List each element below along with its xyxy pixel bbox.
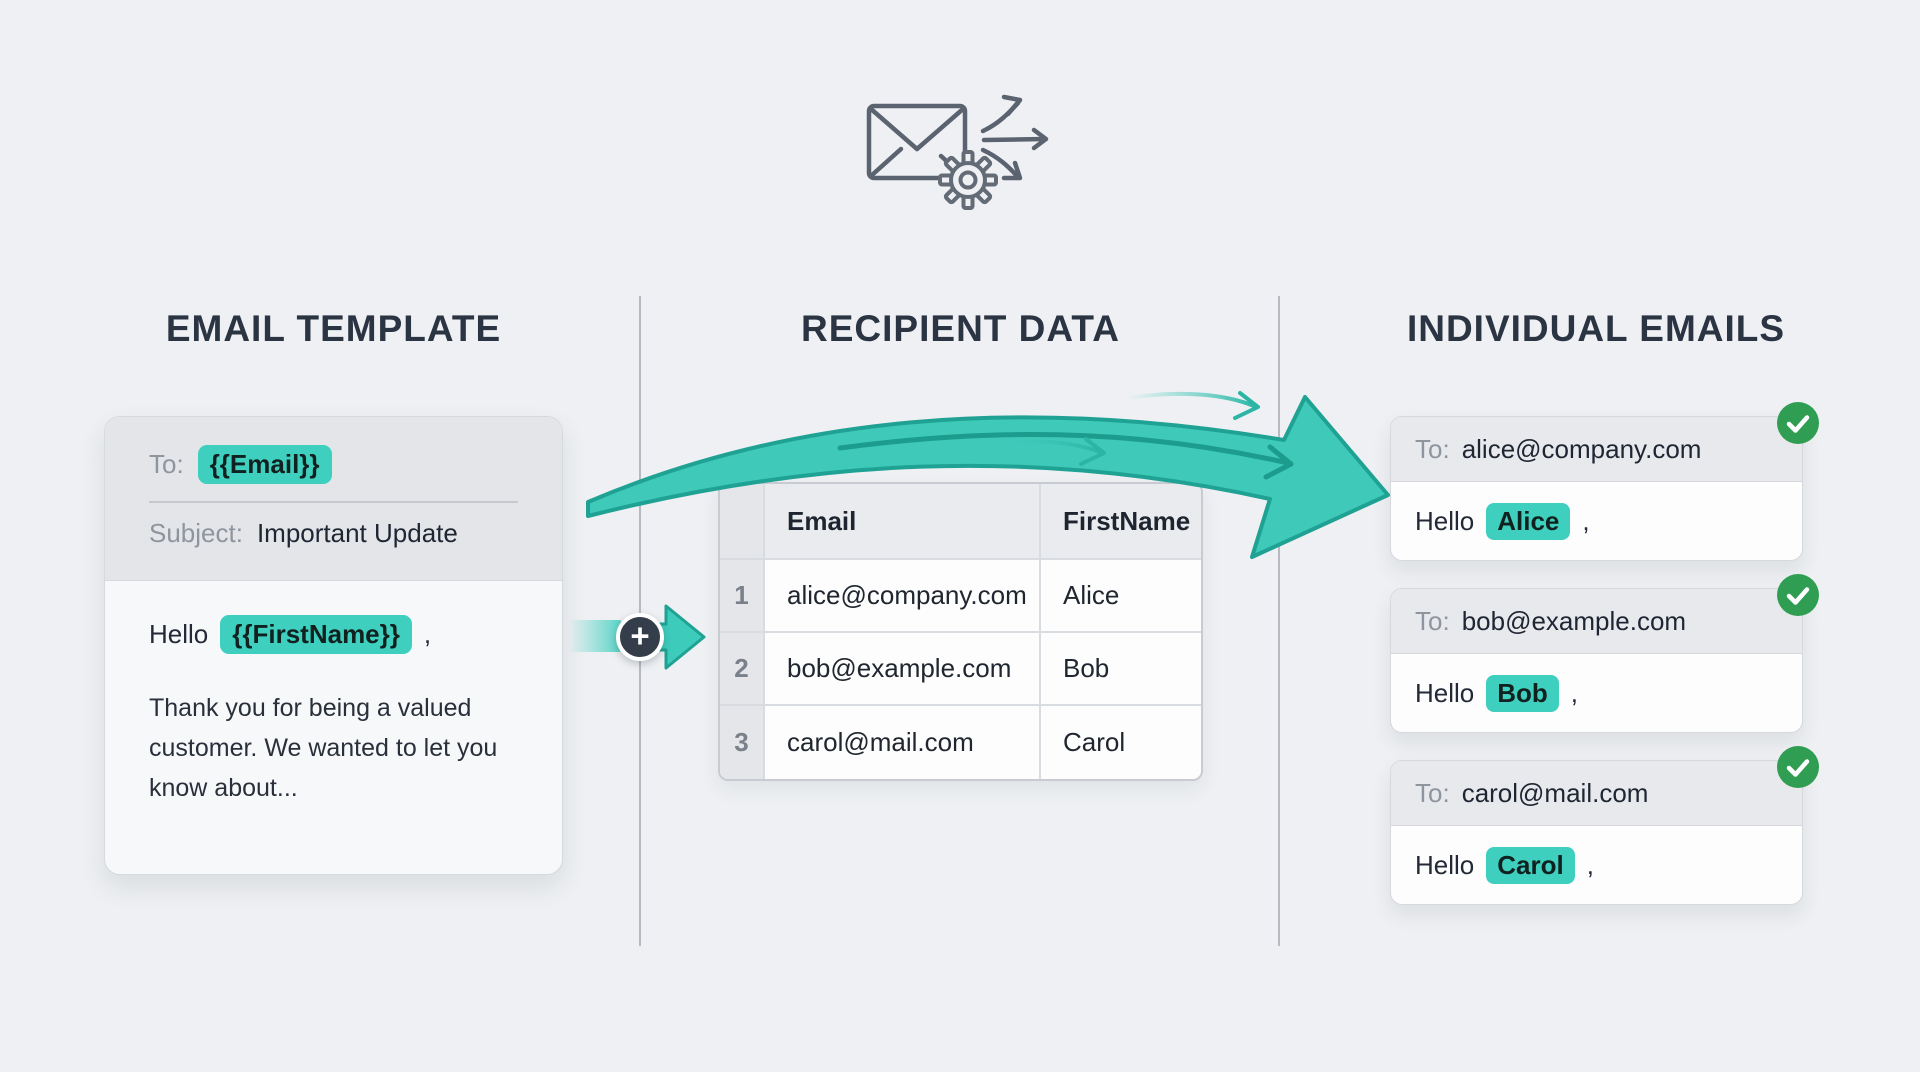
title-recipient-data: RECIPIENT DATA [801,308,1120,349]
cell-firstname: Alice [1041,560,1201,633]
gear-icon [938,150,998,210]
merge-plus-icon: + [616,613,664,661]
speed-arrow-upper [1126,391,1256,408]
cell-email: alice@company.com [765,560,1041,633]
column-header-email: Email [765,484,1041,560]
to-label: To: [149,449,184,479]
greeting-prefix: Hello [1415,849,1475,880]
title-individual-emails: INDIVIDUAL EMAILS [1406,308,1786,349]
merged-name-chip: Alice [1486,502,1571,540]
success-check-icon [1777,402,1819,444]
to-label: To: [1415,605,1450,636]
email-variable-chip: {{Email}} [197,445,332,484]
speed-arrow-lower [990,439,1102,454]
subject-value: Important Update [256,518,458,548]
template-body-text: Thank you for being a valued customer. W… [149,694,498,802]
column-header-firstname: FirstName [1041,484,1201,560]
success-check-icon [1777,746,1819,788]
merge-trail [568,620,622,652]
row-number: 1 [720,560,765,633]
title-email-template: EMAIL TEMPLATE [165,308,502,349]
greeting-punctuation: , [423,619,432,649]
greeting-punctuation: , [1586,849,1594,880]
merged-name-chip: Carol [1486,846,1575,884]
greeting-prefix: Hello [1415,505,1475,536]
individual-email-card: To: carol@mail.com Hello Carol , [1390,746,1819,905]
greeting-punctuation: , [1582,505,1590,536]
to-label: To: [1415,777,1450,808]
section-divider-right [1278,296,1280,946]
cell-email: bob@example.com [765,633,1041,706]
cell-firstname: Bob [1041,633,1201,706]
subject-label: Subject: [149,518,243,548]
greeting-prefix: Hello [1415,677,1475,708]
template-card-header: To: {{Email}} Subject: Important Update [105,417,562,581]
firstname-variable-chip: {{FirstName}} [220,615,412,654]
greeting-punctuation: , [1570,677,1579,708]
mail-merge-icon [866,94,1049,210]
email-template-card: To: {{Email}} Subject: Important Update … [104,416,563,875]
table-corner-cell [720,484,765,560]
to-address: alice@company.com [1461,433,1702,464]
to-address: bob@example.com [1461,605,1687,636]
to-label: To: [1415,433,1450,464]
template-card-body: Hello {{FirstName}} , Thank you for bein… [105,581,562,808]
individual-email-card: To: alice@company.com Hello Alice , [1390,402,1819,561]
individual-email-card: To: bob@example.com Hello Bob , [1390,574,1819,733]
recipient-table: Email FirstName 1 alice@company.com Alic… [718,482,1203,781]
header-divider [149,501,518,503]
success-check-icon [1777,574,1819,616]
cell-firstname: Carol [1063,727,1126,757]
row-number: 3 [720,706,765,779]
cell-email: carol@mail.com [765,706,1041,779]
merged-name-chip: Bob [1486,674,1559,712]
to-address: carol@mail.com [1461,777,1649,808]
row-number: 2 [720,633,765,706]
greeting-prefix: Hello [149,619,209,649]
